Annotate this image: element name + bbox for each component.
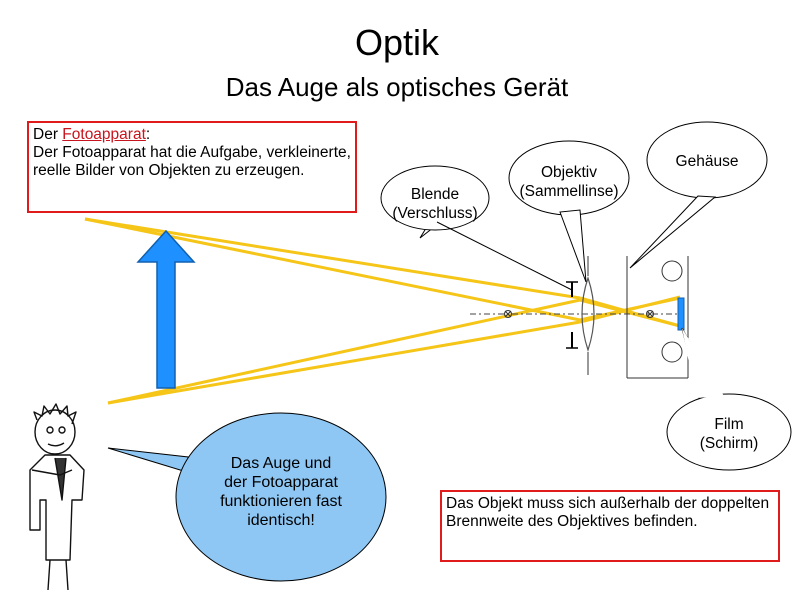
focal-point-left [504,310,512,318]
focal-point-right [646,310,654,318]
object-arrow [136,229,196,389]
blende-label-line1: Blende [410,186,460,203]
convex-lens [581,276,595,352]
film-label-line2: (Schirm) [699,435,759,452]
page-subtitle: Das Auge als optisches Gerät [225,72,569,102]
film-label-line1: Film [714,416,744,433]
film-image [677,297,685,331]
speech-line1: Das Auge und [230,455,332,472]
info-suffix: : [145,126,151,143]
gehaeuse-label: Gehäuse [675,153,739,170]
gehaeuse-pointer [629,195,717,269]
speech-text: Das Auge und der Fotoapparat funktionier… [186,454,376,530]
speech-line4: identisch! [247,512,315,529]
ray-bottom-1 [107,298,581,405]
film-label: Film (Schirm) [667,415,791,453]
objektiv-label-line1: Objektiv [541,164,597,181]
blende-callout [380,165,490,231]
speech-bubble [175,412,387,582]
film-callout [666,393,792,471]
objektiv-label: Objektiv (Sammellinse) [509,163,629,201]
info-heading: Der Fotoapparat: [33,126,351,144]
person-figure [29,403,85,591]
blende-label-line2: (Verschluss) [392,205,478,222]
object-distance-note: Das Objekt muss sich außerhalb der doppe… [440,490,780,562]
ray-bottom-2-refracted [579,295,681,324]
info-prefix: Der [33,126,63,143]
objektiv-pointer [559,209,587,283]
page-title: Optik [354,22,440,63]
speech-line3: funktionieren fast [220,493,342,510]
blende-pointer [436,221,573,291]
blende-label: Blende (Verschluss) [381,185,489,223]
aperture-shutter [566,281,578,349]
objektiv-label-line2: (Sammellinse) [519,183,619,200]
speech-line2: der Fotoapparat [224,474,338,491]
ray-bottom-1-refracted [579,298,681,328]
camera-info-box: Der Fotoapparat: Der Fotoapparat hat die… [27,121,357,213]
info-text: Der Fotoapparat hat die Aufgabe, verklei… [33,144,351,179]
ray-bottom-2 [107,320,581,405]
info-keyword: Fotoapparat [62,126,146,143]
